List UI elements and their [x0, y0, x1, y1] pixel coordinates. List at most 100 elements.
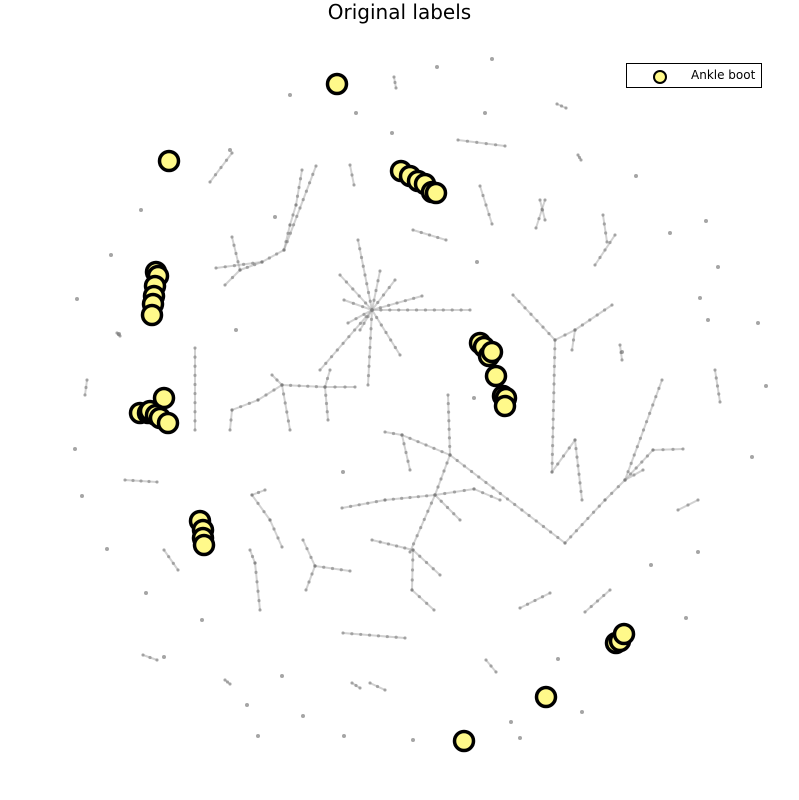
graph-node	[155, 658, 159, 662]
graph-node	[248, 548, 252, 552]
graph-node	[348, 163, 352, 167]
graph-node	[580, 498, 584, 502]
graph-node	[641, 428, 646, 432]
ankle-boot-point	[156, 411, 180, 435]
graph-node	[393, 80, 397, 85]
graph-node	[410, 588, 414, 592]
graph-node	[314, 164, 318, 168]
graph-node	[764, 384, 768, 388]
graph-node	[481, 491, 485, 495]
graph-node	[139, 208, 143, 212]
graph-node	[578, 481, 582, 485]
graph-node	[715, 384, 720, 388]
graph-node	[341, 631, 345, 635]
graph-node	[491, 486, 495, 490]
graph-node	[648, 411, 652, 415]
graph-node	[550, 470, 554, 474]
graph-node	[505, 497, 510, 501]
graph-node	[423, 308, 428, 312]
graph-node	[525, 602, 530, 606]
ankle-boot-point	[452, 729, 476, 753]
graph-node	[651, 403, 655, 407]
graph-node	[361, 264, 365, 268]
graph-node	[364, 315, 368, 319]
graph-node	[379, 323, 383, 327]
ankle-boot-point	[612, 622, 636, 646]
graph-node	[635, 445, 639, 449]
graph-node	[358, 328, 362, 332]
graph-node	[368, 336, 373, 340]
graph-node	[148, 655, 152, 660]
graph-node	[276, 536, 280, 540]
graph-node	[601, 213, 605, 217]
graph-node	[285, 410, 289, 414]
graph-node	[239, 405, 243, 409]
chart-title: Original labels	[327, 0, 472, 24]
graph-node	[395, 301, 399, 305]
graph-node	[359, 632, 363, 637]
graph-edge	[239, 261, 263, 271]
graph-node	[147, 479, 151, 484]
graph-node	[367, 633, 372, 637]
graph-node	[484, 480, 488, 485]
graph-node	[402, 442, 406, 446]
ankle-boot-point	[325, 72, 349, 96]
graph-node	[441, 308, 445, 312]
graph-edge	[574, 304, 613, 331]
graph-node	[446, 401, 450, 406]
graph-node	[632, 473, 636, 477]
graph-node	[406, 459, 410, 463]
graph-node	[358, 321, 363, 325]
graph-node	[638, 436, 643, 440]
graph-node	[370, 538, 374, 542]
graph-node	[432, 446, 436, 450]
graph-node	[553, 338, 557, 342]
graph-node	[308, 181, 312, 185]
graph-node	[556, 535, 560, 540]
graph-node	[598, 255, 602, 260]
graph-node	[359, 255, 364, 260]
graph-node	[573, 438, 577, 442]
graph-node	[583, 610, 587, 614]
ankle-boot-point	[484, 364, 508, 388]
graph-node	[684, 616, 688, 620]
graph-node	[256, 589, 260, 593]
graph-edge	[319, 309, 373, 371]
graph-node	[381, 293, 386, 297]
graph-node	[576, 464, 580, 468]
graph-edge	[371, 539, 414, 551]
graph-edge	[359, 309, 373, 331]
graph-node	[329, 355, 334, 359]
graph-node	[574, 529, 579, 533]
graph-node	[376, 634, 381, 638]
graph-node	[351, 301, 355, 305]
graph-node	[397, 308, 401, 312]
graph-node	[422, 517, 426, 522]
graph-node	[275, 378, 279, 382]
graph-node	[478, 184, 482, 188]
graph-node	[411, 228, 415, 232]
graph-node	[446, 410, 451, 414]
graph-node	[254, 570, 258, 575]
graph-node	[367, 355, 372, 359]
graph-node	[629, 472, 633, 476]
graph-node	[641, 468, 645, 472]
graph-node	[561, 454, 566, 458]
graph-node	[459, 308, 463, 312]
graph-node	[602, 222, 606, 226]
graph-node	[603, 308, 607, 312]
graph-node	[256, 501, 260, 505]
graph-node	[443, 491, 447, 496]
graph-node	[131, 478, 135, 483]
graph-node	[297, 384, 301, 388]
graph-node	[398, 353, 402, 357]
graph-node	[343, 385, 347, 389]
graph-node	[273, 215, 277, 219]
legend-marker-icon	[653, 70, 667, 84]
graph-node	[604, 231, 608, 235]
graph-node	[155, 480, 159, 484]
graph-node	[357, 503, 361, 507]
graph-node	[551, 417, 555, 421]
graph-node	[225, 680, 230, 684]
graph-node	[378, 269, 382, 273]
